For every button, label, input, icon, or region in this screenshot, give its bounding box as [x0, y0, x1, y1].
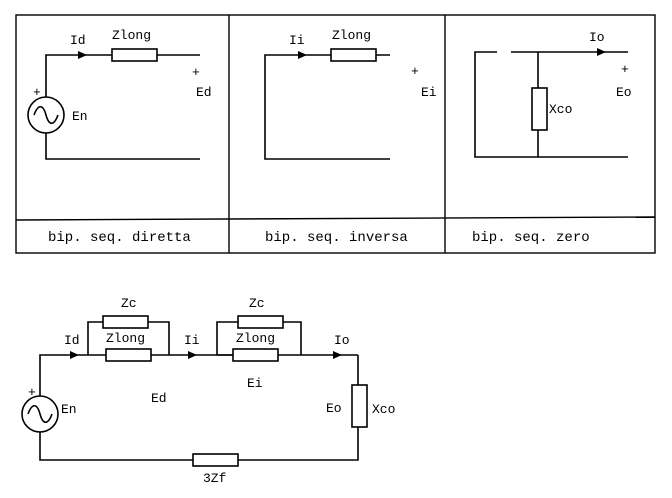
voltage-label: Eo: [616, 85, 632, 100]
bottom-wire-left: [39, 432, 193, 461]
block2-zc-resistor: [237, 315, 284, 329]
plus-sign: +: [621, 62, 629, 77]
impedance-label: Xco: [549, 102, 572, 117]
voltage-label-ed: Ed: [151, 391, 167, 406]
xco-resistor: [531, 87, 548, 131]
source-label: En: [61, 402, 77, 417]
loop-wire: [264, 54, 390, 160]
current-arrow-io-icon: [333, 351, 342, 359]
impedance-label: Zlong: [112, 28, 151, 43]
source-plus-sign: +: [28, 385, 36, 400]
sine-wave-icon: [27, 404, 53, 424]
zlong-resistor: [330, 48, 377, 62]
fault-label: 3Zf: [203, 471, 226, 486]
current-label-ii: Ii: [184, 333, 200, 348]
xco-resistor: [351, 384, 368, 428]
voltage-label: Ed: [196, 85, 212, 100]
source-top-wire: [39, 354, 88, 396]
plus-sign: +: [411, 64, 419, 79]
current-label-id: Id: [64, 333, 80, 348]
block1-zlong-resistor: [105, 348, 152, 362]
current-arrow-icon: [597, 48, 606, 56]
zlong-resistor: [111, 48, 158, 62]
voltage-label: Ei: [421, 85, 437, 100]
current-label: Id: [70, 33, 86, 48]
block1-zc-resistor: [102, 315, 149, 329]
current-arrow-id-icon: [70, 351, 79, 359]
block2-zlong-resistor: [232, 348, 279, 362]
xco-label: Xco: [372, 402, 395, 417]
panel-direct-sequence: Id Zlong + Ed + En bip. seq. diretta: [27, 28, 212, 246]
panel-inverse-sequence: Ii Zlong + Ei bip. seq. inversa: [264, 28, 437, 246]
source-plus-sign: +: [33, 85, 41, 100]
current-arrow-icon: [298, 51, 307, 59]
block1-zc-label: Zc: [121, 296, 137, 311]
caption-divider: [15, 216, 656, 221]
left-loop-wire: [474, 51, 628, 158]
outer-frame: [15, 14, 656, 254]
voltage-label-eo: Eo: [326, 401, 342, 416]
fault-circuit: + En Id Zc Zlong Ed Ii Zc Zlong Ei Io Eo…: [21, 296, 395, 486]
current-label: Ii: [289, 33, 305, 48]
current-label: Io: [589, 30, 605, 45]
block1-zlong-label: Zlong: [106, 331, 145, 346]
impedance-label: Zlong: [332, 28, 371, 43]
current-label-io: Io: [334, 333, 350, 348]
voltage-label-ei: Ei: [247, 376, 263, 391]
sine-wave-icon: [33, 105, 59, 125]
panel-zero-sequence: Io Xco + Eo bip. seq. zero: [472, 30, 632, 246]
panel-caption: bip. seq. diretta: [48, 230, 191, 246]
panel-caption: bip. seq. inversa: [265, 230, 408, 246]
plus-sign: +: [192, 65, 200, 80]
block2-zc-label: Zc: [249, 296, 265, 311]
block2-zlong-label: Zlong: [236, 331, 275, 346]
panel-caption: bip. seq. zero: [472, 230, 590, 246]
current-arrow-ii-icon: [188, 351, 197, 359]
current-arrow-icon: [78, 51, 87, 59]
fault-resistor: [192, 453, 239, 467]
source-label: En: [72, 109, 88, 124]
bottom-wire: [45, 133, 200, 160]
panel-table-frame: [15, 14, 656, 254]
